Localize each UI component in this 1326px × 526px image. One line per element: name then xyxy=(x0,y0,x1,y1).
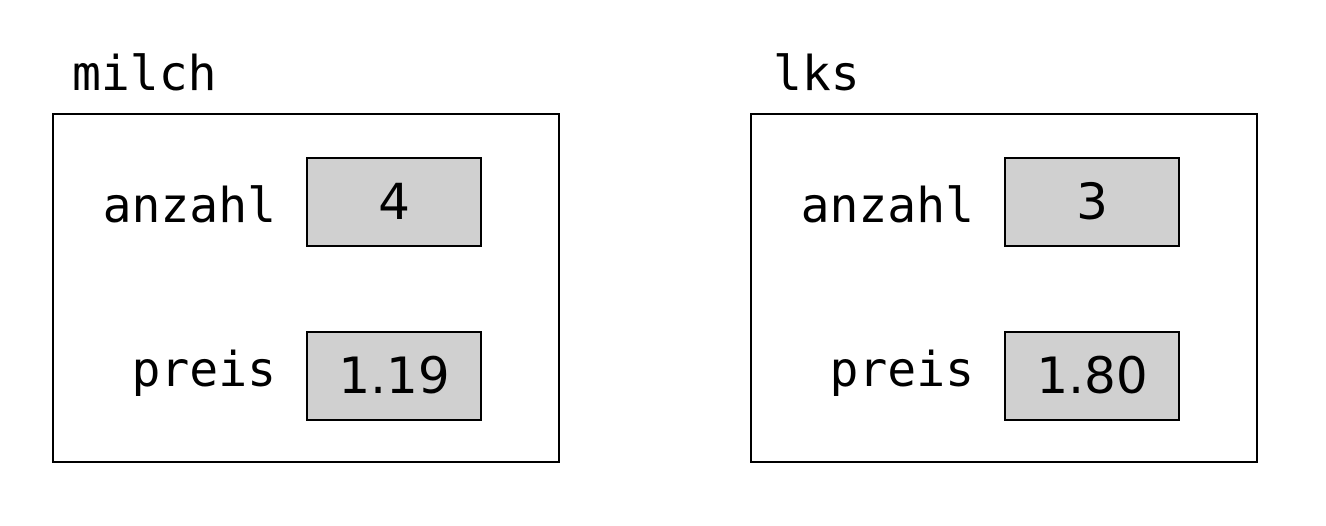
field-value-anzahl: 4 xyxy=(306,157,482,247)
field-value-anzahl: 3 xyxy=(1004,157,1180,247)
field-label-anzahl: anzahl xyxy=(800,178,974,234)
field-label-preis: preis xyxy=(829,342,975,398)
field-value-preis: 1.80 xyxy=(1004,331,1180,421)
field-label-anzahl: anzahl xyxy=(102,178,276,234)
object-name-milch: milch xyxy=(72,46,217,102)
field-label-preis: preis xyxy=(131,342,277,398)
object-box-milch: anzahl 4 preis 1.19 xyxy=(52,113,560,463)
object-name-lks: lks xyxy=(773,46,860,102)
object-box-lks: anzahl 3 preis 1.80 xyxy=(750,113,1258,463)
field-value-preis: 1.19 xyxy=(306,331,482,421)
